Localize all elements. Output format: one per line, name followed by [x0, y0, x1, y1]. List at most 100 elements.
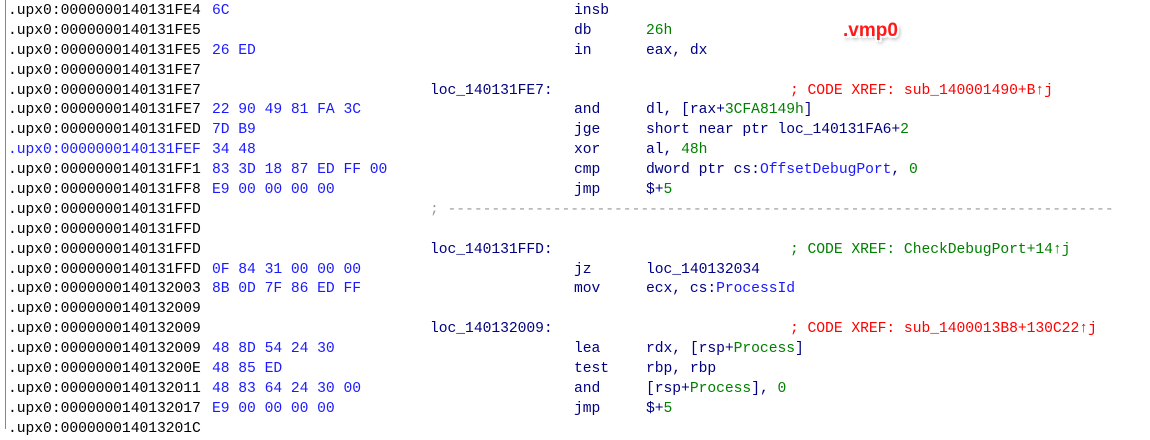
opcode-bytes: 22 90 49 81 FA 3C	[212, 102, 361, 119]
address[interactable]: .upx0:0000000140131FFD	[8, 261, 201, 278]
address[interactable]: .upx0:0000000140132017	[8, 400, 201, 417]
address[interactable]: .upx0:0000000140131FE7	[8, 62, 201, 79]
opcode-bytes: 48 8D 54 24 30	[212, 341, 335, 358]
segment-badge: .vmp0	[843, 20, 898, 41]
operand-part: Process	[733, 341, 795, 358]
code-label[interactable]: loc_140131FFD:	[430, 241, 553, 258]
operands: $+5	[646, 400, 672, 420]
address[interactable]: .upx0:0000000140131FE7	[8, 102, 201, 119]
xref-comment[interactable]: ; CODE XREF: CheckDebugPort+14↑j	[790, 241, 1071, 261]
listing-row[interactable]: .upx0:0000000140131FFD	[8, 221, 1148, 241]
operand-part: ecx, cs:	[646, 281, 717, 298]
operands: short near ptr loc_140131FA6+2	[646, 121, 909, 141]
operand-part: loc_140132034	[646, 261, 760, 278]
listing-row[interactable]: .upx0:0000000140131FE7 22 90 49 81 FA 3C a…	[8, 101, 1148, 121]
operands: $+5	[646, 181, 672, 201]
listing-row[interactable]: .upx0:0000000140131FE5 db 26h	[8, 22, 1148, 42]
listing-row[interactable]: .upx0:0000000140131FF1 83 3D 18 87 ED FF …	[8, 161, 1148, 181]
address[interactable]: .upx0:0000000140131FE4	[8, 3, 201, 19]
operands: ecx, cs:ProcessId	[646, 280, 795, 300]
operands: [rsp+Process], 0	[646, 380, 786, 400]
section-separator: ; --------------------------------------…	[430, 201, 1114, 218]
address[interactable]: .upx0:0000000140132009	[8, 301, 201, 318]
xref-comment[interactable]: ; CODE XREF: sub_1400013B8+130C22↑j	[790, 320, 1097, 340]
operand-part: 48h	[681, 142, 708, 159]
address[interactable]: .upx0:0000000140131FF1	[8, 162, 201, 179]
opcode-bytes: E9 00 00 00 00	[212, 182, 335, 199]
address[interactable]: .upx0:000000014013201C	[8, 420, 201, 437]
address[interactable]: .upx0:0000000140132003	[8, 281, 201, 298]
operands: eax, dx	[646, 42, 707, 62]
listing-row[interactable]: .upx0:000000014013201C	[8, 420, 1148, 440]
code-label[interactable]: loc_140131FE7:	[430, 82, 553, 99]
operand-part: $+	[646, 400, 664, 417]
address[interactable]: .upx0:0000000140131FFD	[8, 241, 201, 258]
listing-row[interactable]: .upx0:0000000140132009	[8, 300, 1148, 320]
operand-part: short near ptr loc_140131FA6+	[646, 122, 901, 139]
address[interactable]: .upx0:0000000140132011	[8, 380, 201, 397]
operand-part: 5	[663, 182, 673, 199]
operands: loc_140132034	[646, 261, 760, 281]
mnemonic: cmp	[574, 162, 601, 179]
address[interactable]: .upx0:0000000140131FFD	[8, 201, 201, 218]
address[interactable]: .upx0:0000000140131FED	[8, 122, 201, 139]
operands: 26h	[646, 22, 672, 42]
operand-part: ]	[803, 102, 813, 119]
operands: dl, [rax+3CFA8149h]	[646, 101, 813, 121]
operand-part: dl, [rax+	[646, 102, 725, 119]
operands: al, 48h	[646, 141, 707, 161]
listing-row[interactable]: .upx0:0000000140131FE7	[8, 62, 1148, 82]
address[interactable]: .upx0:0000000140131FE7	[8, 82, 201, 99]
operand-part: 3CFA8149h	[724, 102, 804, 119]
mnemonic: jmp	[574, 182, 601, 199]
mnemonic: and	[574, 102, 601, 119]
listing-row[interactable]: .upx0:0000000140131FFD loc_140131FFD: ; CO…	[8, 241, 1148, 261]
xref-comment[interactable]: ; CODE XREF: sub_140001490+B↑j	[790, 82, 1053, 102]
mnemonic: xor	[574, 142, 601, 159]
operand-part: Process	[689, 380, 752, 397]
operand-part: 0	[908, 162, 918, 179]
operand-part: 5	[663, 400, 673, 417]
opcode-bytes: 8B 0D 7F 86 ED FF	[212, 281, 361, 298]
address[interactable]: .upx0:0000000140131FEF	[8, 142, 201, 159]
mnemonic: db	[574, 22, 592, 39]
code-label[interactable]: loc_140132009:	[430, 321, 553, 338]
comment-text[interactable]: ; CODE XREF: sub_140001490+B↑j	[790, 82, 1053, 99]
operands: rdx, [rsp+Process]	[646, 340, 804, 360]
listing-row[interactable]: .upx0:000000014013200E 48 85 ED test rbp, r…	[8, 360, 1148, 380]
listing-row[interactable]: .upx0:0000000140131FF8 E9 00 00 00 00 jmp $…	[8, 181, 1148, 201]
listing-row[interactable]: .upx0:0000000140131FE7 loc_140131FE7: ; CO…	[8, 82, 1148, 102]
address[interactable]: .upx0:0000000140131FFD	[8, 221, 201, 238]
comment-text[interactable]: ; CODE XREF: sub_1400013B8+130C22↑j	[790, 321, 1097, 338]
mnemonic: test	[574, 361, 610, 378]
comment-text[interactable]: ; CODE XREF: CheckDebugPort+14↑j	[790, 241, 1071, 258]
operands: rbp, rbp	[646, 360, 716, 380]
opcode-bytes: E9 00 00 00 00	[212, 400, 335, 417]
operand-part: ]	[795, 341, 804, 358]
operand-part: 0	[777, 380, 787, 397]
address[interactable]: .upx0:0000000140131FE5	[8, 22, 201, 39]
address[interactable]: .upx0:0000000140131FE5	[8, 42, 201, 59]
operand-part: ,	[891, 162, 909, 179]
address[interactable]: .upx0:0000000140131FF8	[8, 182, 201, 199]
address[interactable]: .upx0:0000000140132009	[8, 321, 201, 338]
listing-row[interactable]: .upx0:0000000140131FFD ; ----------------…	[8, 201, 1148, 221]
mnemonic: jmp	[574, 400, 601, 417]
operand-part: al,	[646, 142, 682, 159]
opcode-bytes: 83 3D 18 87 ED FF 00	[212, 162, 388, 179]
address[interactable]: .upx0:0000000140132009	[8, 341, 201, 358]
operand-part: 26h	[646, 22, 673, 39]
listing-row[interactable]: .upx0:0000000140132009 loc_140132009: ; CO…	[8, 320, 1148, 340]
opcode-bytes: 48 85 ED	[212, 361, 283, 378]
listing-row[interactable]: .upx0:0000000140132017 E9 00 00 00 00 jmp $…	[8, 400, 1148, 420]
address[interactable]: .upx0:000000014013200E	[8, 361, 201, 378]
